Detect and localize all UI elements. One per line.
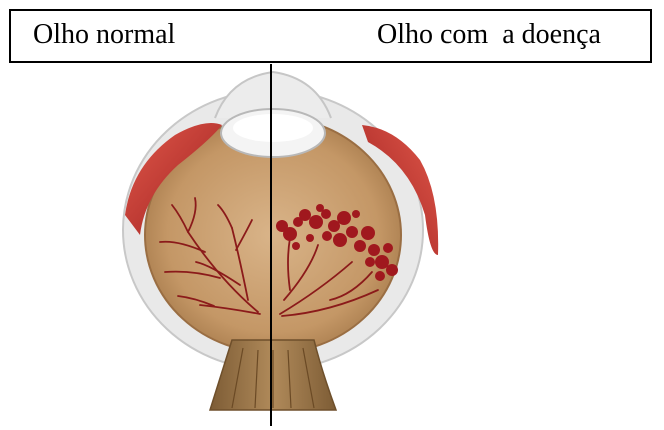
optic-nerve [210, 340, 336, 410]
lens [221, 109, 325, 157]
